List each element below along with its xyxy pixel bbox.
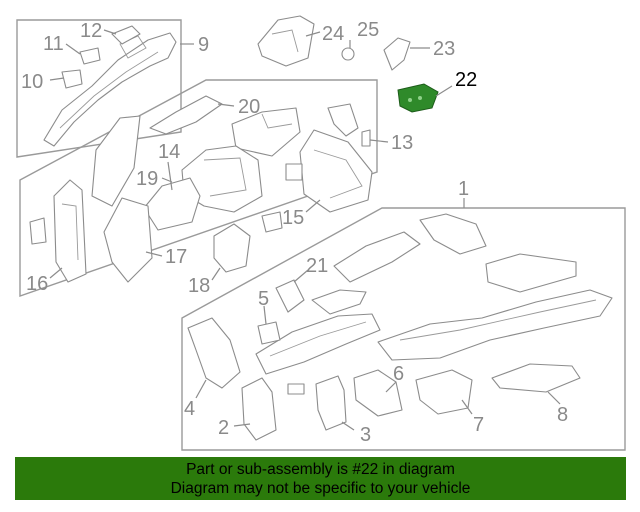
part-3-bracket	[315, 375, 347, 431]
part-11-bracket	[79, 47, 101, 65]
part-small-clip-2	[287, 383, 305, 395]
part-pillar-upper	[91, 115, 141, 207]
callout-19: 19	[136, 168, 158, 190]
panel-group-1	[181, 207, 626, 451]
callout-9: 9	[198, 34, 209, 56]
leader-24	[305, 31, 321, 37]
part-19-bracket	[143, 177, 201, 231]
part-6-bracket	[353, 369, 403, 417]
callout-18: 18	[188, 275, 210, 297]
callout-25: 25	[357, 19, 379, 41]
parts-diagram: 1 2 3 4 5 6 7 8 9 10 11 12 13 14 15 16 1…	[16, 15, 626, 451]
leader-16	[49, 267, 63, 279]
leader-8	[547, 391, 561, 405]
leader-20	[217, 103, 235, 107]
part-10-bracket	[61, 69, 83, 89]
part-7-bracket	[415, 369, 473, 415]
leader-11	[65, 43, 81, 55]
part-strap	[261, 211, 283, 233]
leader-15	[305, 199, 321, 213]
part-1-rail-assembly	[377, 289, 613, 361]
callout-13: 13	[391, 132, 413, 154]
part-tower	[419, 213, 487, 255]
leader-21	[293, 269, 309, 283]
callout-3: 3	[360, 424, 371, 446]
leader-12	[103, 29, 117, 35]
part-5-clip	[257, 321, 281, 345]
leader-14	[167, 161, 173, 191]
leader-13	[369, 139, 389, 143]
part-member-upper	[333, 231, 421, 283]
part-15-inner-panel	[299, 129, 373, 213]
callout-2: 2	[218, 417, 229, 439]
leader-19	[161, 177, 173, 183]
part-bracket-strip	[311, 289, 367, 315]
callout-1: 1	[458, 178, 469, 200]
callout-23: 23	[433, 38, 455, 60]
part-21-bracket	[275, 279, 305, 313]
callout-4: 4	[184, 398, 195, 420]
callout-7: 7	[473, 414, 484, 436]
callout-11: 11	[43, 33, 64, 55]
part-12-bracket	[111, 25, 141, 45]
info-banner: Part or sub-assembly is #22 in diagram D…	[15, 457, 626, 500]
callout-16: 16	[26, 273, 48, 295]
callout-24: 24	[322, 23, 344, 45]
leader-22	[435, 85, 453, 97]
callout-6: 6	[393, 363, 404, 385]
part-24-panel	[257, 15, 315, 67]
part-small-clip	[285, 163, 303, 181]
leader-2	[233, 423, 251, 427]
callout-10: 10	[21, 71, 43, 93]
part-9-rail	[43, 32, 177, 147]
part-8-plate	[491, 363, 581, 393]
leader-7	[461, 399, 473, 415]
callout-20: 20	[238, 96, 260, 118]
callout-14: 14	[158, 141, 180, 163]
part-crossmember	[485, 253, 577, 293]
callout-22: 22	[455, 69, 477, 91]
leader-17	[145, 251, 163, 257]
part-13-tab	[361, 129, 371, 147]
panel-group-9	[16, 19, 182, 158]
part-4-pillar	[187, 317, 241, 389]
panel-group-13	[19, 79, 378, 297]
part-16-pillar	[53, 179, 87, 283]
leader-3	[341, 421, 355, 431]
leader-4	[195, 379, 207, 399]
part-small-plate	[29, 217, 47, 245]
part-22-highlighted[interactable]	[397, 83, 439, 113]
part-18-support	[213, 223, 251, 273]
banner-line-2: Diagram may not be specific to your vehi…	[170, 480, 471, 497]
leader-6	[385, 381, 397, 393]
part-2-bracket	[241, 377, 277, 441]
part-23-bracket	[383, 37, 411, 71]
callout-12: 12	[80, 20, 102, 42]
part-25-grommet	[341, 47, 355, 61]
callout-15: 15	[282, 207, 304, 229]
part-small-bracket	[327, 103, 359, 137]
leader-18	[211, 267, 221, 281]
part-front-rail	[255, 313, 381, 375]
part-20-panel	[149, 95, 223, 135]
callout-8: 8	[557, 404, 568, 426]
callout-5: 5	[258, 288, 269, 310]
callout-21: 21	[306, 255, 328, 277]
callout-17: 17	[165, 246, 187, 268]
banner-line-1: Part or sub-assembly is #22 in diagram	[186, 461, 455, 478]
leader-10	[49, 77, 65, 81]
part-17-bracket	[103, 197, 153, 283]
leader-5	[263, 305, 267, 325]
